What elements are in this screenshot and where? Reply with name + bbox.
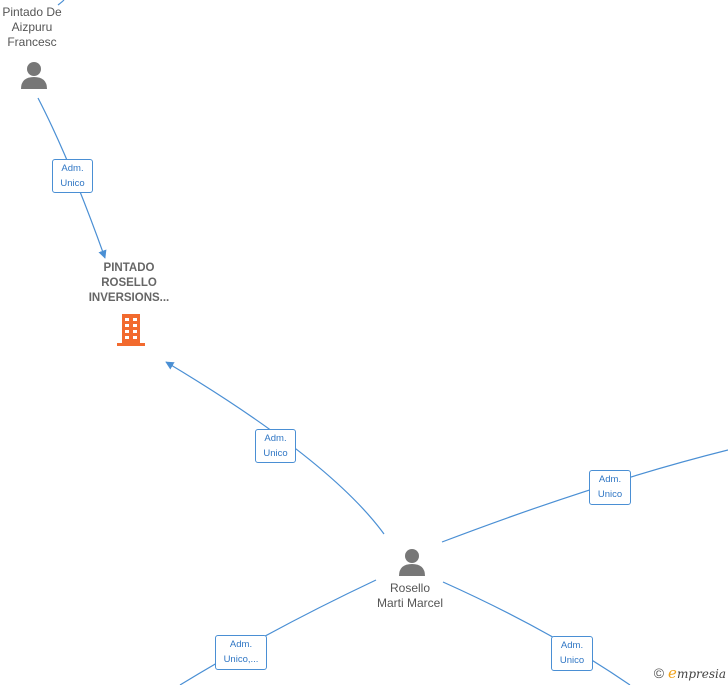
person-icon[interactable]	[20, 60, 48, 95]
edge-label-center-to-right[interactable]: Adm. Unico	[589, 470, 631, 505]
person-top-label[interactable]: Pintado De Aizpuru Francesc	[2, 5, 62, 49]
person-center-label[interactable]: Rosello Marti Marcel	[376, 581, 443, 610]
edge-label-center-to-company[interactable]: Adm. Unico	[255, 429, 296, 463]
edge-label-top-to-company[interactable]: Adm. Unico	[52, 159, 93, 193]
edge-center-to-right	[441, 449, 728, 543]
building-icon[interactable]	[115, 312, 147, 353]
edge-label-center-to-bottom-left[interactable]: Adm. Unico,...	[215, 635, 267, 670]
company-label[interactable]: PINTADO ROSELLO INVERSIONS...	[88, 262, 170, 304]
edge-label-center-to-bottom-right[interactable]: Adm. Unico	[551, 636, 593, 671]
copyright-symbol: ©	[653, 665, 665, 681]
empresia-logo: ©empresia	[654, 664, 726, 682]
edge-top-stub	[57, 0, 65, 6]
edge-center-to-bottom-left	[179, 579, 377, 685]
brand-rest: mpresia	[676, 667, 726, 681]
person-icon[interactable]	[398, 547, 426, 582]
brand-e: e	[668, 664, 677, 682]
edge-center-to-bottom-right	[442, 581, 631, 685]
edge-center-to-company	[165, 361, 385, 535]
